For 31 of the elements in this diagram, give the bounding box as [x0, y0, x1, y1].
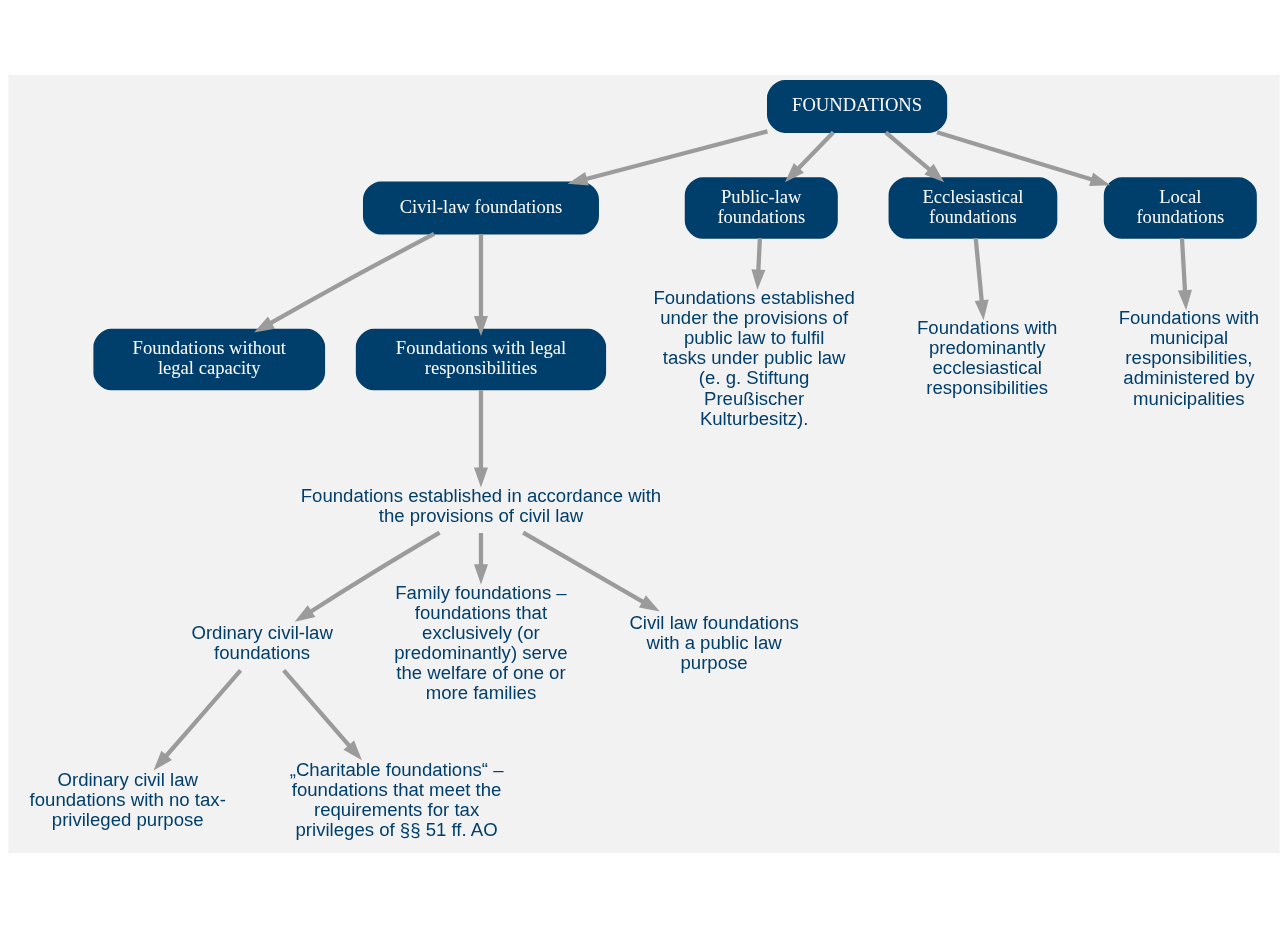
- arrow: [751, 238, 766, 290]
- arrow: [567, 129, 769, 186]
- node-box: Civil-law foundations: [362, 181, 599, 235]
- node-text: Foundations established in accordance with the provisions of civil law: [300, 484, 662, 526]
- node-box: FOUNDATIONS: [767, 80, 948, 133]
- node-text: Ordinary civil law foundations with no tax-privileged purpose: [29, 769, 226, 831]
- arrow: [784, 130, 835, 183]
- arrow: [973, 237, 989, 321]
- node-box: Public-law foundations: [684, 177, 838, 239]
- arrow: [282, 669, 362, 761]
- node-text: Civil law foundations with a public law purpose: [629, 612, 799, 674]
- arrow: [254, 232, 436, 333]
- arrow: [473, 234, 488, 336]
- arrow: [473, 390, 488, 488]
- arrow: [473, 533, 488, 585]
- arrow: [153, 669, 243, 771]
- arrow: [522, 530, 660, 612]
- node-box: Ecclesiastical foundations: [888, 177, 1058, 239]
- arrow: [1177, 238, 1192, 311]
- node-box: Foundations without legal capacity: [93, 328, 326, 391]
- node-text: Ordinary civil-law foundations: [191, 622, 333, 664]
- arrow: [884, 130, 945, 183]
- node-box: Foundations with legal responsibilities: [355, 328, 607, 391]
- node-text: Foundations with municipal responsibilities, administered by municipalities: [1118, 307, 1260, 409]
- arrow: [936, 130, 1111, 187]
- arrow: [294, 530, 441, 622]
- node-box: Local foundations: [1103, 177, 1257, 239]
- node-text: „Charitable foundations“ – foundations that meet the requirements for tax privileges of §§ 51 ff. AO: [289, 759, 504, 841]
- node-text: Foundations established under the provisions of public law to fulfil tasks under public law (e. g. Stiftung Preußischer Kulturbesitz).: [653, 287, 855, 429]
- node-text: Foundations with predominantly ecclesiastical responsibilities: [917, 317, 1058, 399]
- node-text: Family foundations – foundations that exclusively (or predominantly) serve the welfare of one or more families: [394, 582, 568, 704]
